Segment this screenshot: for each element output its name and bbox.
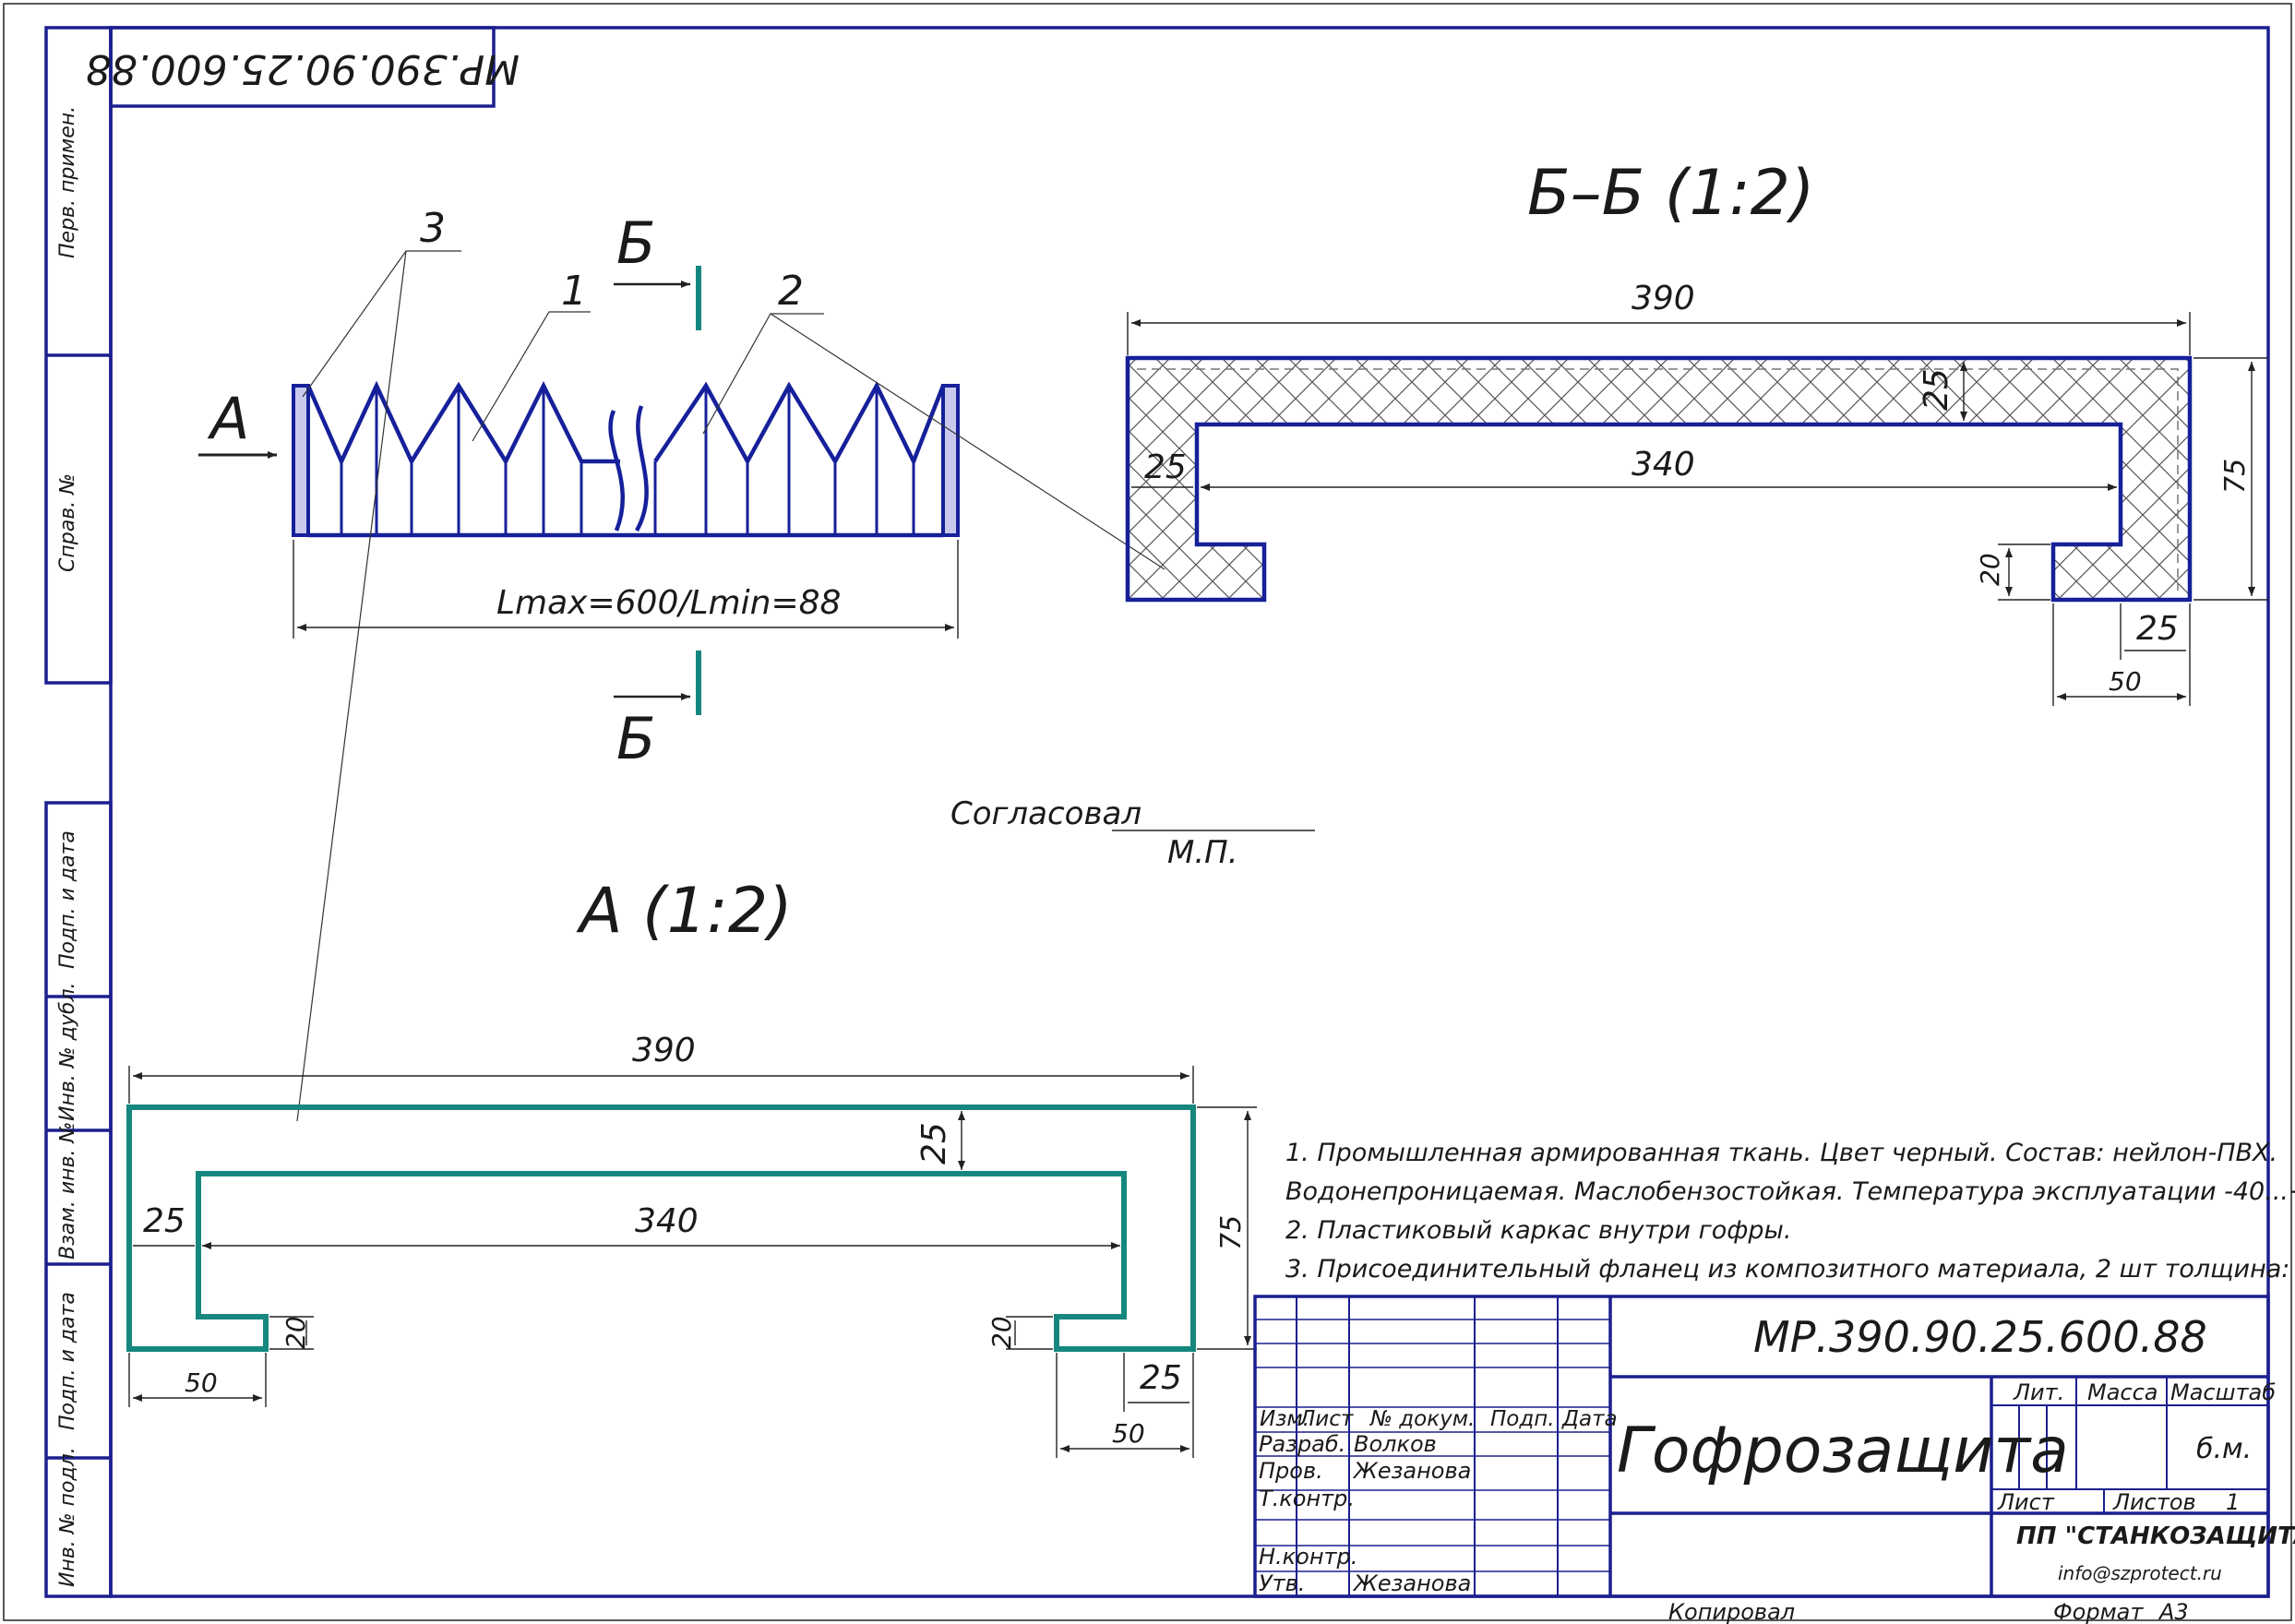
flange-title: А (1:2) (576, 875, 793, 948)
company-email: info@szprotect.ru (2058, 1562, 2222, 1584)
role-razrab: Разраб. (1259, 1431, 1345, 1457)
lit-label: Лит. (2013, 1379, 2064, 1405)
callout-3: 3 (420, 205, 446, 252)
name-utv: Жезанова (1352, 1570, 1471, 1596)
section-dim-foot-right: 25 (2136, 610, 2179, 648)
flange-dim-390: 390 (632, 1032, 696, 1069)
section-dim-390: 390 (1632, 280, 1695, 317)
callout-leaders (296, 250, 1165, 1122)
section-profile (1125, 355, 2193, 603)
role-prov: Пров. (1259, 1458, 1323, 1484)
approval-seal: М.П. (1167, 834, 1238, 871)
flange-dim-wall-top: 25 (915, 1122, 953, 1164)
callout-1: 1 (561, 268, 587, 315)
stamp-podp-data-2: Подп. и дата (56, 1292, 79, 1430)
technical-notes: 1. Промышленная армированная ткань. Цвет… (1285, 1139, 2295, 1284)
section-dim-50: 50 (2109, 666, 2142, 697)
stamp-sprav-no: Справ. № (56, 473, 79, 572)
flange-right (941, 384, 960, 537)
col-podp: Подп. (1490, 1407, 1555, 1431)
role-utv: Утв. (1259, 1570, 1305, 1596)
title-block-doc-number: МР.390.90.25.600.88 (1753, 1312, 2207, 1362)
title-block-title: Гофрозащита (1617, 1415, 2069, 1487)
bellows-main-view (292, 380, 960, 538)
section-dim-20: 20 (1975, 553, 2005, 586)
footer-format-value: А3 (2158, 1599, 2189, 1624)
sheet-label: Лист (1997, 1489, 2055, 1515)
footer-format-label: Формат (2053, 1599, 2144, 1624)
stamp-perv-primen: Перв. примен. (56, 106, 79, 258)
stamp-inv-dubl: Инв. № дубл. (56, 982, 79, 1121)
section-dim-wall-top: 25 (1918, 368, 1955, 411)
section-dim-340: 340 (1632, 446, 1695, 484)
sheets-value: 1 (2226, 1489, 2240, 1515)
outer-border (3, 3, 2292, 1621)
mass-label: Масса (2087, 1379, 2158, 1405)
flange-dim-wall-right: 25 (1140, 1359, 1182, 1397)
section-label-bottom: Б (616, 705, 656, 772)
section-dim-75: 75 (2219, 459, 2252, 494)
flange-profile (126, 1105, 1196, 1352)
col-n-dokum: № докум. (1369, 1407, 1475, 1431)
stamp-vzam-inv: Взам. инв. № (56, 1122, 79, 1260)
flange-dim-wall-left: 25 (143, 1202, 185, 1240)
stamp-podp-data-1: Подп. и дата (56, 830, 79, 969)
view-a-label: А (207, 385, 249, 452)
footer-copied: Копировал (1668, 1599, 1795, 1624)
name-prov: Жезанова (1352, 1458, 1471, 1484)
approval-label: Согласовал (950, 795, 1142, 832)
length-dimension-text: Lmax=600/Lmin=88 (496, 584, 841, 622)
flange-dim-340: 340 (635, 1202, 699, 1240)
title-block (1253, 1295, 2270, 1598)
note-1: 1. Промышленная армированная ткань. Цвет… (1285, 1139, 2277, 1167)
note-3: 3. Присоединительный фланец из композитн… (1285, 1255, 2295, 1284)
scale-value: б.м. (2196, 1433, 2252, 1465)
side-stamp-columns: Перв. примен. Справ. № Подп. и дата Инв.… (44, 26, 113, 1598)
name-razrab: Волков (1354, 1431, 1437, 1457)
stamp-inv-podl: Инв. № подл. (56, 1447, 79, 1587)
col-list: Лист (1298, 1407, 1354, 1431)
col-data: Дата (1561, 1407, 1618, 1431)
scale-label: Масштаб (2170, 1379, 2276, 1405)
doc-number-rotated: МР.390.90.25.600.88 (86, 45, 520, 92)
section-dim-wall-left: 25 (1144, 448, 1187, 486)
flange-dim-50-left: 50 (185, 1367, 218, 1398)
role-tkontr: Т.контр. (1259, 1486, 1355, 1511)
flange-dim-75: 75 (1215, 1215, 1248, 1250)
doc-number-box (109, 26, 496, 108)
flange-dim-foot-left: 20 (281, 1316, 311, 1349)
flange-left (292, 384, 310, 537)
company-name: ПП "СТАНКОЗАЩИТА" (2016, 1522, 2295, 1550)
section-title: Б–Б (1:2) (1527, 157, 1814, 230)
flange-dim-foot-right: 20 (986, 1316, 1017, 1349)
section-label-top: Б (616, 209, 656, 277)
sheets-label: Листов (2112, 1489, 2196, 1515)
note-1-cont: Водонепроницаемая. Маслобензостойкая. Те… (1285, 1177, 2295, 1206)
callout-2: 2 (778, 268, 804, 315)
col-izm: Изм. (1260, 1407, 1309, 1431)
flange-dim-50-right: 50 (1112, 1418, 1145, 1449)
note-2: 2. Пластиковый каркас внутри гофры. (1285, 1216, 1791, 1245)
role-nkontr: Н.контр. (1259, 1544, 1357, 1570)
